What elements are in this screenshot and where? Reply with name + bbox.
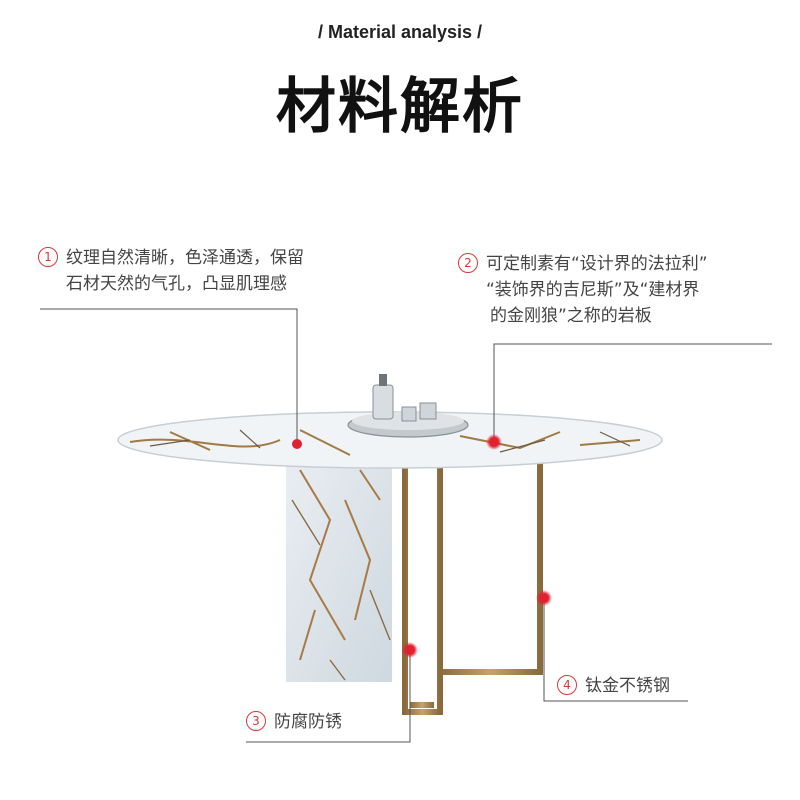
number-3-icon: 3 [246, 711, 266, 731]
marble-pedestal [286, 452, 392, 682]
callout-2-line-1: 可定制素有“设计界的法拉利” [486, 254, 708, 274]
number-4-icon: 4 [557, 675, 577, 695]
gold-frame [402, 455, 543, 715]
callout-1: 1 纹理自然清晰，色泽通透，保留 石材天然的气孔，凸显肌理感 [38, 245, 304, 297]
marker-4 [536, 590, 552, 606]
callout-markers [292, 434, 552, 658]
table-top [117, 411, 663, 469]
callout-2: 2 可定制素有“设计界的法拉利” “装饰界的吉尼斯”及“建材界 的金刚狼”之称的岩… [458, 251, 708, 329]
leader-lines [40, 308, 772, 743]
tray-decor [347, 374, 469, 438]
marker-1 [292, 439, 302, 449]
callout-3: 3 防腐防锈 [246, 709, 342, 735]
page-title: 材料解析 [276, 72, 524, 142]
marker-2 [486, 434, 502, 450]
callout-2-line-2: “装饰界的吉尼斯”及“建材界 [486, 280, 700, 300]
callout-3-label: 防腐防锈 [274, 712, 342, 732]
callout-4-label: 钛金不锈钢 [585, 676, 670, 696]
callout-2-line-3: 的金刚狼”之称的岩板 [490, 306, 652, 326]
subtitle: / Material analysis / [317, 22, 483, 42]
number-1-icon: 1 [38, 247, 58, 267]
number-2-icon: 2 [458, 253, 478, 273]
marker-3 [402, 642, 418, 658]
callout-1-line-2: 石材天然的气孔，凸显肌理感 [66, 274, 287, 294]
callout-1-line-1: 纹理自然清晰，色泽通透，保留 [66, 248, 304, 268]
callout-4: 4 钛金不锈钢 [557, 673, 670, 699]
